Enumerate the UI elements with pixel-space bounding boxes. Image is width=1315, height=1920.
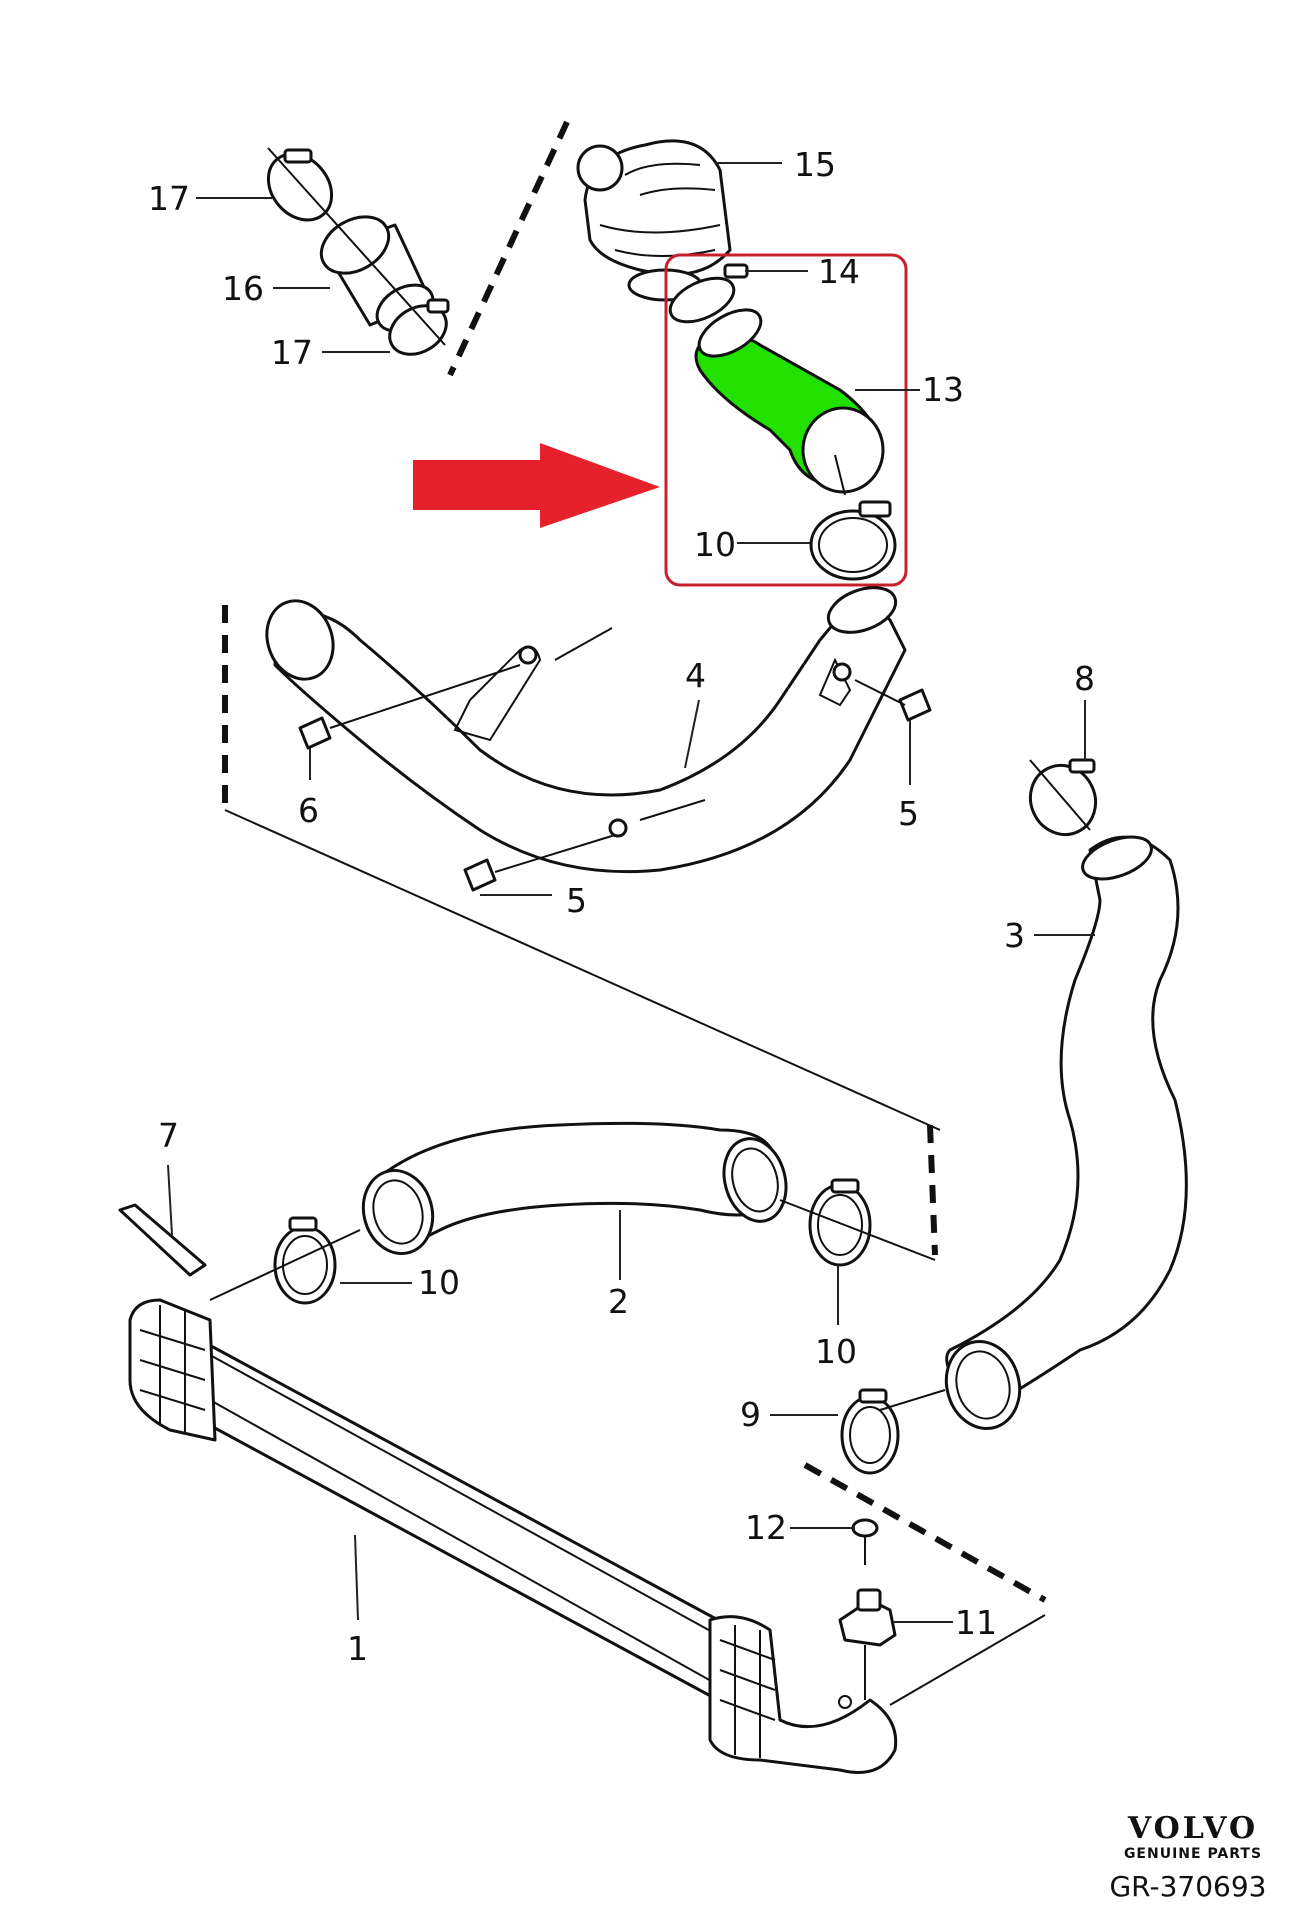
callout-7: 7 [158,1116,179,1155]
clamp-10-top [737,500,897,581]
red-pointer-arrow [413,443,660,528]
hose-13-highlighted [694,308,920,496]
callout-12: 12 [745,1508,787,1547]
dashed-link-right [927,1124,938,1256]
callout-2: 2 [608,1282,629,1321]
pipe-2 [361,1121,788,1280]
callout-13: 13 [922,370,964,409]
intercooler-1 [128,1298,1046,1774]
clamp-10-right [779,1178,936,1325]
clamp-14 [668,263,808,324]
callout-9: 9 [740,1395,761,1434]
callout-10-top: 10 [694,525,736,564]
document-id: GR-370693 [1109,1870,1266,1903]
strip-7 [118,1164,207,1277]
callout-5-bottom: 5 [566,881,587,920]
dashed-link-bottom [803,1462,1047,1603]
callout-5-right: 5 [898,794,919,833]
callout-4: 4 [685,656,706,695]
callout-3: 3 [1004,916,1025,955]
bolt-5-right [854,679,932,785]
clamp-8 [1028,700,1098,836]
hose-16-group [196,147,450,356]
genuine-parts-text: GENUINE PARTS [1124,1846,1262,1862]
volvo-logo-text: VOLVO [1127,1811,1258,1846]
callout-1: 1 [347,1629,368,1668]
callout-15: 15 [794,145,836,184]
assembly-guideline [224,809,941,1131]
callout-6: 6 [298,791,319,830]
callout-11: 11 [955,1603,997,1642]
callout-17-bottom: 17 [271,333,313,372]
callout-17-top: 17 [148,179,190,218]
pipe-3 [944,835,1188,1431]
sensor-11 [838,1588,953,1700]
callout-10-left: 10 [418,1263,460,1302]
bolt-5-bottom [463,834,616,896]
callout-10-right: 10 [815,1332,857,1371]
clamp-9 [770,1388,946,1475]
bolt-6 [298,664,521,780]
pipe-4 [265,586,907,874]
filter-housing-15 [576,139,782,302]
callout-14: 14 [818,252,860,291]
screw-12 [790,1518,879,1565]
dashed-link-top [447,120,570,377]
clamp-10-left [209,1216,412,1305]
highlight-box [664,253,908,587]
callout-8: 8 [1074,659,1095,698]
callout-16: 16 [222,269,264,308]
